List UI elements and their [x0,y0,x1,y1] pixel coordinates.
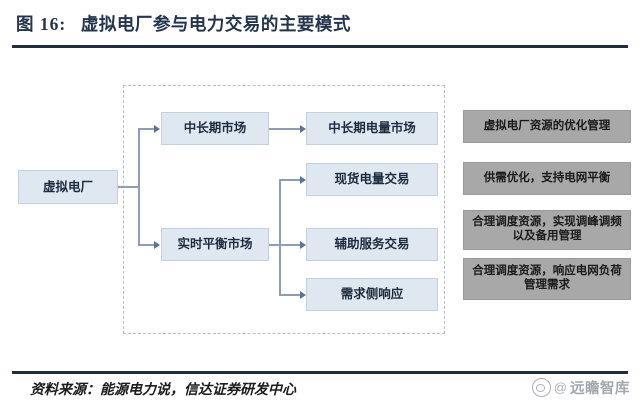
watermark-text: 远瞻智库 [570,381,630,397]
source-note: 资料来源：能源电力说，信达证券研发中心 [30,383,296,398]
node-market-medium-long-term[interactable]: 中长期市场 [161,112,269,145]
node-transaction-ancillary-services[interactable]: 辅助服务交易 [306,228,438,261]
connector-root-to-market-0 [138,128,155,130]
node-label: 合理调度资源，实现调峰调频以及备用管理 [472,216,622,242]
connector-market1-to-tx3 [279,294,302,296]
connector-market1-spine [279,179,281,295]
node-transaction-medium-long-term-energy-market[interactable]: 中长期电量市场 [306,112,438,145]
connector-root-to-market-1 [138,244,155,246]
arrow-market0-to-tx0 [300,124,306,133]
connector-market1-to-tx1 [279,179,302,181]
node-market-realtime-balancing[interactable]: 实时平衡市场 [161,228,269,261]
node-label: 需求侧响应 [340,287,404,302]
node-outcome-supply-demand-balance[interactable]: 供需优化，支持电网平衡 [463,162,631,195]
weibo-icon [531,378,551,397]
node-label: 现货电量交易 [334,172,410,187]
node-label: 实时平衡市场 [177,237,253,252]
node-label: 辅助服务交易 [334,237,410,252]
diagram-canvas: 虚拟电厂 中长期市场 实时平衡市场 中长期电量市场 现货电量交易 辅助服务交易 … [0,52,640,360]
node-label: 供需优化，支持电网平衡 [483,171,611,184]
figure-header: 图 16: 虚拟电厂参与电力交易的主要模式 [0,0,640,58]
connector-root-spine [138,128,140,245]
node-transaction-spot-energy-trading[interactable]: 现货电量交易 [306,163,438,196]
arrow-market1-to-tx3 [300,290,306,299]
connector-market0-to-tx0 [269,128,302,130]
arrow-market1-to-tx2 [300,240,306,249]
node-virtual-power-plant[interactable]: 虚拟电厂 [18,170,118,204]
connector-market1-to-tx2 [279,244,302,246]
node-outcome-grid-load-management[interactable]: 合理调度资源，响应电网负荷管理需求 [463,258,631,300]
connector-root-stem [118,186,140,188]
at-sign-icon: @ [553,380,567,395]
page-title: 图 16: 虚拟电厂参与电力交易的主要模式 [16,11,351,36]
node-label: 虚拟电厂资源的优化管理 [483,119,611,132]
arrow-market1-to-tx1 [300,175,306,184]
figure-title-text: 虚拟电厂参与电力交易的主要模式 [80,14,351,34]
node-outcome-peak-frequency-reserve[interactable]: 合理调度资源，实现调峰调频以及备用管理 [463,210,631,250]
figure-number: 图 16: [16,14,67,34]
arrow-root-to-market-0 [154,124,160,133]
footer-divider [12,371,628,374]
node-transaction-demand-response[interactable]: 需求侧响应 [306,278,438,311]
market-scope-dashed-region [123,85,445,334]
node-label: 中长期电量市场 [328,121,416,136]
header-divider [12,45,628,48]
watermark: @ 远瞻智库 [531,377,630,398]
node-label: 合理调度资源，响应电网负荷管理需求 [472,265,622,291]
node-label: 虚拟电厂 [42,179,93,194]
node-outcome-resource-optimization[interactable]: 虚拟电厂资源的优化管理 [463,110,631,143]
node-label: 中长期市场 [183,121,247,136]
arrow-root-to-market-1 [154,240,160,249]
